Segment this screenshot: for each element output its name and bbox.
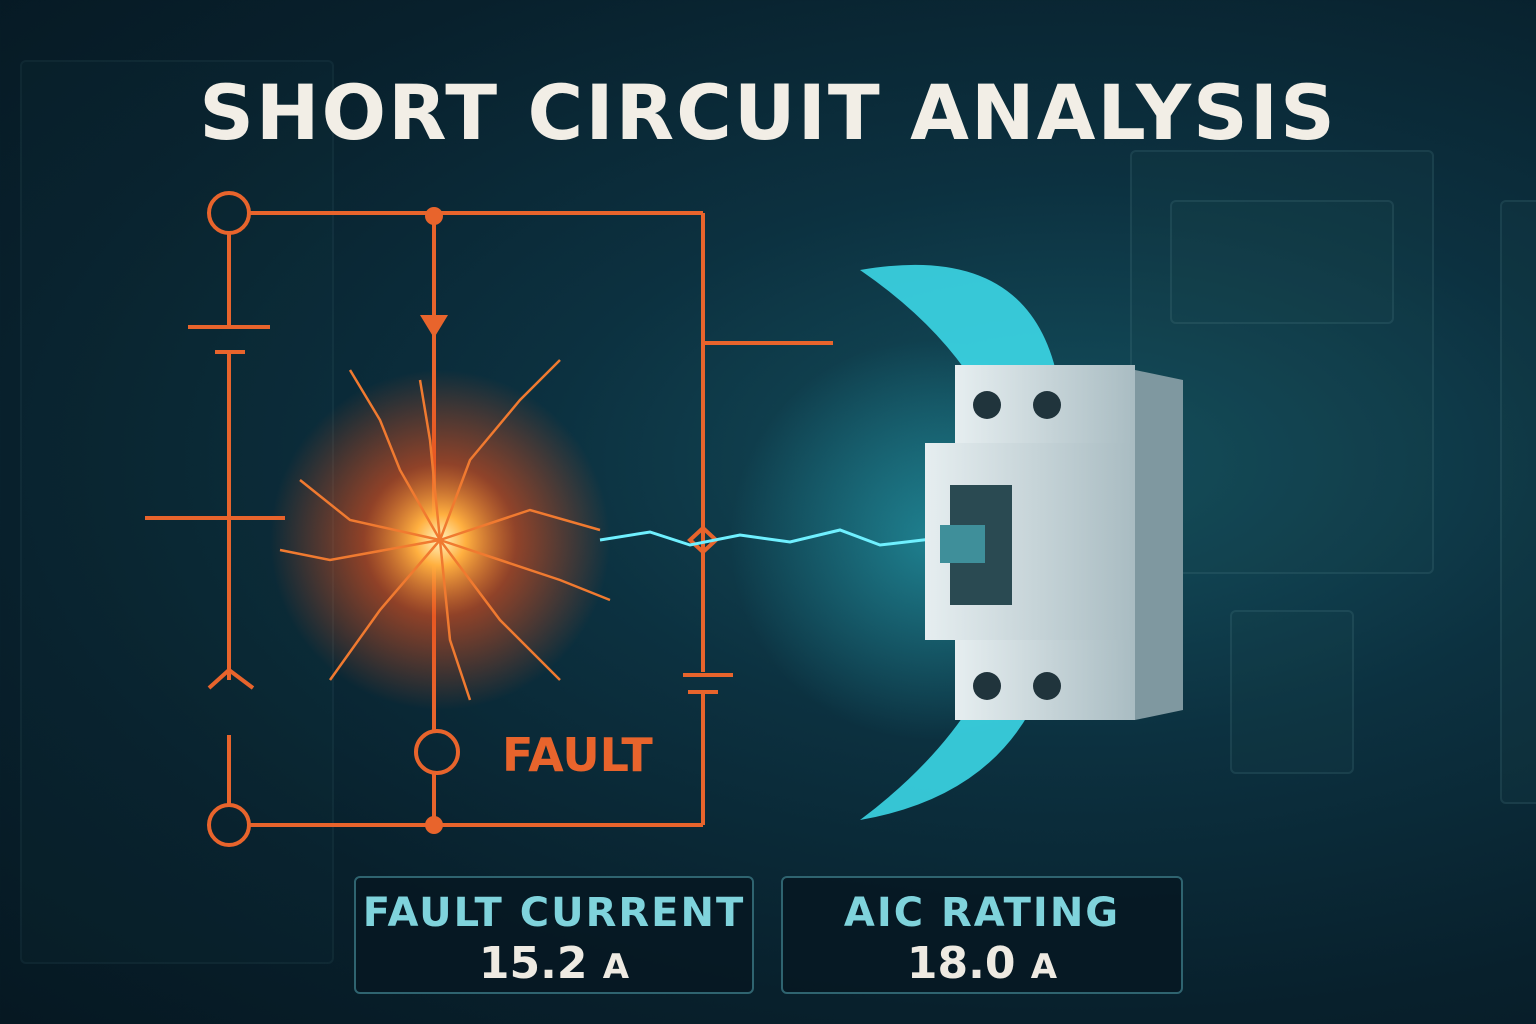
background-panel [1230, 610, 1354, 774]
fault-current-value: 15.2 [478, 938, 588, 989]
aic-rating-label: AIC RATING [843, 890, 1121, 936]
current-arrow-icon [420, 315, 448, 338]
fault-current-unit: A [602, 947, 630, 987]
terminal-bottom-left [207, 803, 251, 847]
page-title: SHORT CIRCUIT ANALYSIS [199, 68, 1337, 157]
arc-bolt [599, 528, 941, 547]
fault-current-card: FAULT CURRENT 15.2 A [354, 876, 754, 994]
spark-rays [279, 359, 611, 701]
aic-rating-unit: A [1030, 947, 1058, 987]
fault-node [414, 729, 460, 775]
fault-label: FAULT [502, 728, 653, 782]
aic-rating-value: 18.0 [906, 938, 1016, 989]
background-panel [1170, 200, 1394, 324]
fault-current-label: FAULT CURRENT [362, 890, 746, 936]
aic-rating-card: AIC RATING 18.0 A [781, 876, 1183, 994]
terminal-top-left [207, 191, 251, 235]
circuit-breaker-icon [925, 365, 1183, 720]
background-panel [1500, 200, 1536, 804]
